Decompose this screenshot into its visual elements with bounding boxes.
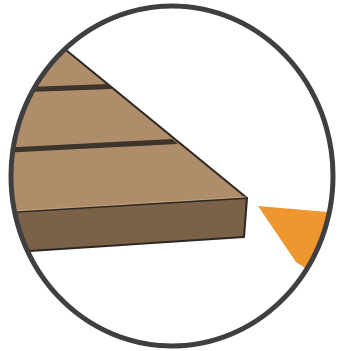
detail-callout-illustration [0, 0, 339, 351]
